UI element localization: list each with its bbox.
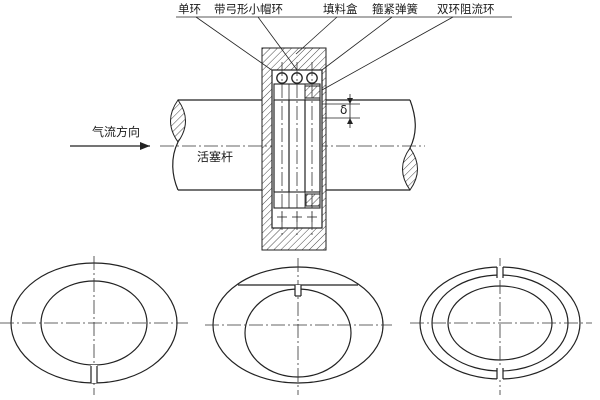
piston-rod (170, 99, 418, 191)
label-double-ring: 双环阻流环 (437, 2, 495, 16)
label-packing-box: 填料盒 (323, 2, 358, 16)
gap-dimension: δ (322, 94, 360, 128)
ring-view-single (0, 256, 188, 395)
label-piston-rod: 活塞杆 (197, 149, 233, 164)
ring-centerlines (281, 62, 313, 236)
rod-break-right (402, 147, 418, 191)
rod-break-left (170, 99, 186, 143)
label-bowl-ring: 带弓形小帽环 (214, 2, 283, 16)
label-single-ring: 单环 (178, 2, 201, 16)
label-gap-delta: δ (340, 103, 347, 117)
ring-view-bowl-cap (205, 258, 392, 395)
ring-view-double (410, 258, 592, 395)
airflow-arrowhead (140, 142, 150, 150)
label-airflow: 气流方向 (92, 124, 140, 139)
label-tight-spring: 箍紧弹簧 (372, 2, 418, 16)
leader-lines (195, 16, 454, 91)
